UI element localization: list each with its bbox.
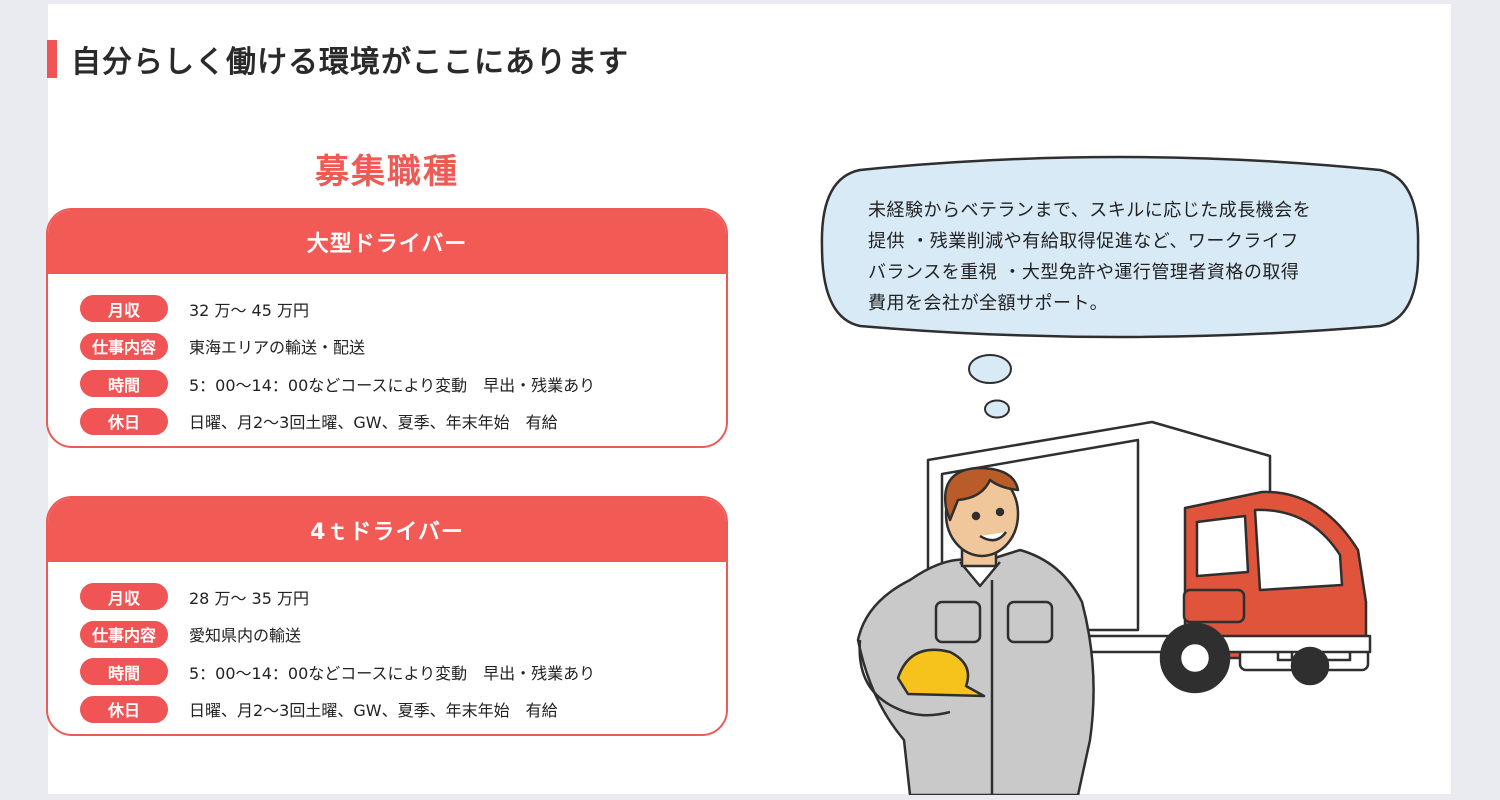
hours-badge: 時間 [80, 370, 168, 398]
job-row-hours: 時間 5：00～14：00などコースにより変動 早出・残業あり [80, 653, 726, 691]
salary-value: 32 万～ 45 万円 [189, 300, 309, 320]
job-row-hours: 時間 5：00～14：00などコースにより変動 早出・残業あり [80, 365, 726, 403]
job-row-holidays: 休日 日曜、月2～3回土曜、GW、夏季、年末年始 有給 [80, 403, 726, 441]
bubble-text: 未経験からベテランまで、スキルに応じた成長機会を 提供 ・残業削減や有給取得促進… [868, 195, 1378, 319]
thought-dot-large [968, 354, 1012, 384]
thought-bubble [820, 155, 1420, 339]
page-title: 自分らしく働ける環境がここにあります [71, 45, 629, 80]
duties-badge: 仕事内容 [80, 620, 168, 648]
holidays-value: 日曜、月2～3回土曜、GW、夏季、年末年始 有給 [189, 701, 558, 721]
truck-icon [926, 420, 1372, 694]
job-card-4t-driver: 4ｔドライバー 月収 28 万～ 35 万円 仕事内容 愛知県内の輸送 時間 5… [46, 496, 728, 736]
job-row-duties: 仕事内容 愛知県内の輸送 [80, 616, 726, 654]
heading-accent-bar [47, 40, 57, 78]
driver-figure [856, 466, 1095, 795]
bubble-line: 費用を会社が全額サポート。 [868, 293, 1109, 314]
job-card-title: 大型ドライバー [48, 210, 726, 274]
salary-badge: 月収 [80, 295, 168, 323]
thought-dot-small [984, 399, 1010, 419]
job-row-salary: 月収 32 万～ 45 万円 [80, 290, 726, 328]
job-row-duties: 仕事内容 東海エリアの輸送・配送 [80, 328, 726, 366]
bubble-line: バランスを重視 ・大型免許や運行管理者資格の取得 [868, 262, 1300, 283]
driver-truck-illustration [856, 354, 1372, 795]
hours-badge: 時間 [80, 658, 168, 686]
bubble-line: 未経験からベテランまで、スキルに応じた成長機会を [868, 200, 1312, 221]
hours-value: 5：00～14：00などコースにより変動 早出・残業あり [189, 663, 596, 683]
duties-value: 愛知県内の輸送 [189, 626, 302, 646]
duties-badge: 仕事内容 [80, 332, 168, 360]
holidays-badge: 休日 [80, 695, 168, 723]
section-title: 募集職種 [315, 152, 459, 192]
page-heading: 自分らしく働ける環境がここにあります [47, 40, 629, 80]
duties-value: 東海エリアの輸送・配送 [189, 338, 366, 358]
hours-value: 5：00～14：00などコースにより変動 早出・残業あり [189, 375, 596, 395]
job-card-title: 4ｔドライバー [48, 498, 726, 562]
holidays-value: 日曜、月2～3回土曜、GW、夏季、年末年始 有給 [189, 413, 558, 433]
salary-value: 28 万～ 35 万円 [189, 588, 309, 608]
job-row-salary: 月収 28 万～ 35 万円 [80, 578, 726, 616]
holidays-badge: 休日 [80, 407, 168, 435]
bubble-line: 提供 ・残業削減や有給取得促進など、ワークライフ [868, 231, 1299, 252]
job-row-holidays: 休日 日曜、月2～3回土曜、GW、夏季、年末年始 有給 [80, 691, 726, 729]
salary-badge: 月収 [80, 583, 168, 611]
job-card-large-driver: 大型ドライバー 月収 32 万～ 45 万円 仕事内容 東海エリアの輸送・配送 … [46, 208, 728, 448]
